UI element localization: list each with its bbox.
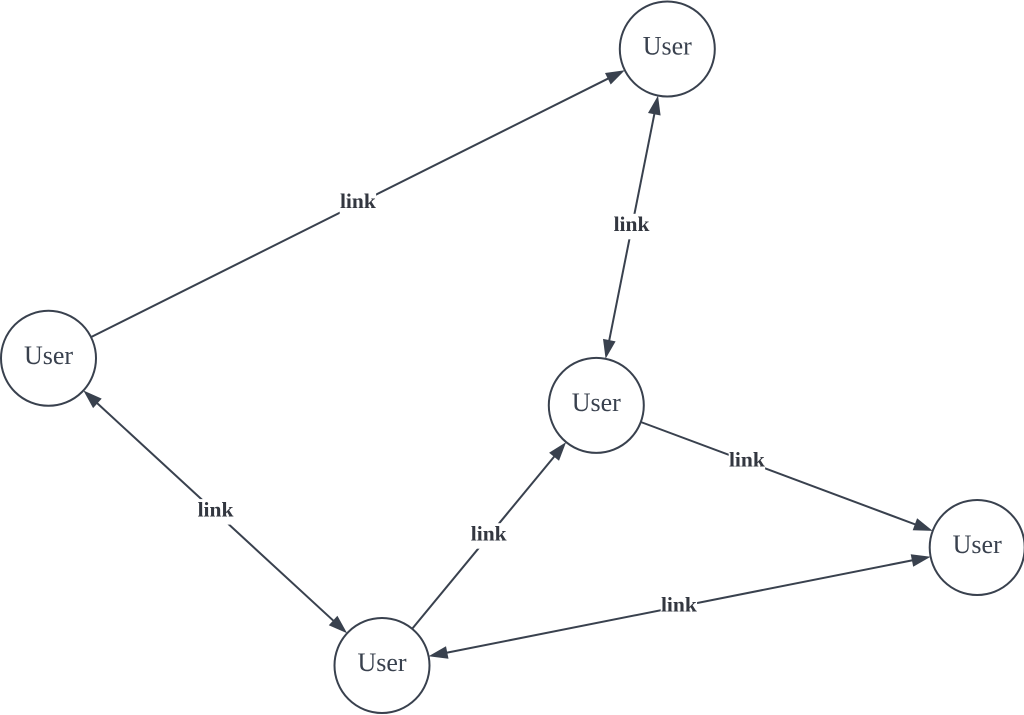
svg-text:User: User: [572, 388, 621, 417]
svg-text:link: link: [614, 212, 650, 236]
svg-text:link: link: [471, 522, 507, 546]
svg-text:link: link: [729, 448, 765, 472]
svg-text:link: link: [661, 593, 697, 617]
svg-text:User: User: [643, 32, 692, 61]
svg-text:link: link: [340, 189, 376, 213]
svg-text:User: User: [953, 530, 1002, 559]
svg-text:User: User: [24, 341, 73, 370]
svg-text:link: link: [198, 497, 234, 521]
svg-text:User: User: [357, 648, 406, 677]
